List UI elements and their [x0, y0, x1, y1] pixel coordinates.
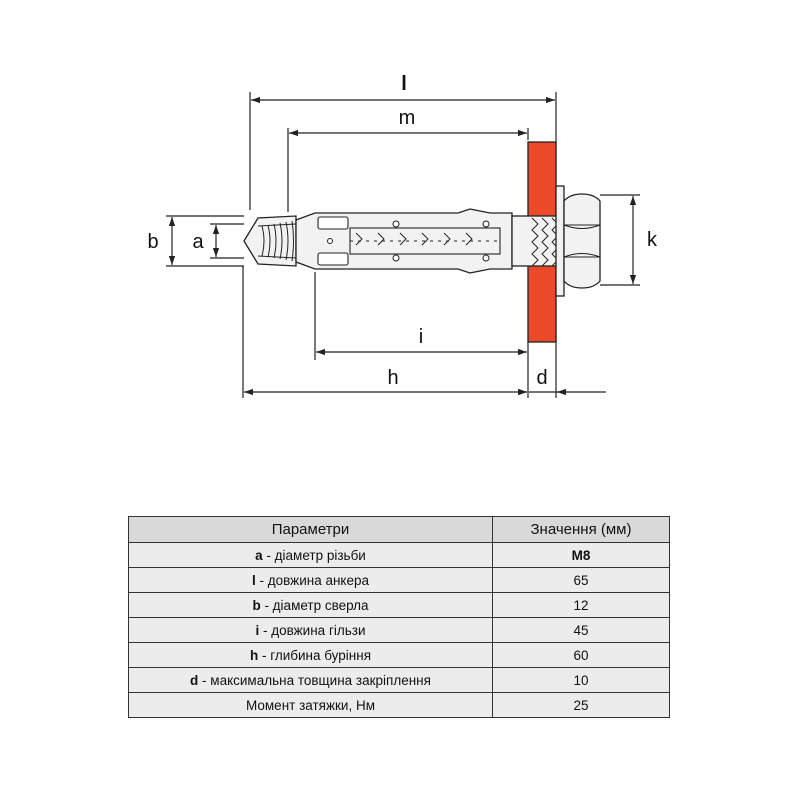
extension-lines	[166, 92, 640, 398]
label-b: b	[147, 231, 158, 253]
param-cell: i - довжина гільзи	[128, 617, 493, 643]
header-values: Значення (мм)	[492, 516, 670, 543]
param-symbol: b	[252, 597, 261, 613]
table-row: b - діаметр сверла 12	[128, 592, 670, 618]
param-cell: l - довжина анкера	[128, 567, 493, 593]
param-description: - довжина анкера	[255, 572, 369, 588]
header-parameters: Параметри	[128, 516, 493, 543]
param-description: - максимальна товщина закріплення	[198, 672, 431, 688]
param-cell: Момент затяжки, Нм	[128, 692, 493, 718]
value-cell: 10	[492, 667, 670, 693]
table-row: h - глибина буріння 60	[128, 642, 670, 668]
param-symbol: d	[190, 672, 199, 688]
label-h: h	[387, 367, 398, 389]
label-a: a	[192, 231, 204, 253]
value-cell: 60	[492, 642, 670, 668]
value-cell: 45	[492, 617, 670, 643]
param-cell: a - діаметр різьби	[128, 542, 493, 568]
value-cell: 65	[492, 567, 670, 593]
sleeve-zigzag	[350, 232, 500, 246]
param-description: Момент затяжки, Нм	[246, 697, 375, 713]
dimension-labels: l m b a k i h d	[147, 73, 658, 389]
param-description: - довжина гільзи	[259, 622, 366, 638]
value-cell: M8	[492, 542, 670, 568]
table-row: l - довжина анкера 65	[128, 567, 670, 593]
param-symbol: a	[255, 547, 263, 563]
value-cell: 12	[492, 592, 670, 618]
param-description: - діаметр сверла	[260, 597, 369, 613]
sleeve-slots	[317, 216, 501, 266]
washer	[555, 185, 565, 297]
dimension-lines	[168, 96, 637, 396]
anchor-bolt-drawing: l m b a k i h d	[147, 73, 658, 398]
cone-thread	[257, 220, 297, 262]
param-description: - глибина буріння	[258, 647, 372, 663]
param-symbol: l	[252, 572, 256, 588]
param-cell: b - діаметр сверла	[128, 592, 493, 618]
label-d: d	[536, 367, 547, 389]
table-header-row: Параметри Значення (мм)	[128, 516, 670, 543]
label-i: i	[419, 326, 423, 348]
param-symbol: h	[249, 647, 259, 663]
label-k: k	[647, 229, 658, 251]
param-symbol: i	[255, 622, 260, 638]
value-cell: 25	[492, 692, 670, 718]
label-m: m	[399, 107, 416, 129]
table-row: d - максимальна товщина закріплення 10	[128, 667, 670, 693]
anchor-bolt	[243, 185, 601, 297]
table-row: a - діаметр різьби M8	[128, 542, 670, 568]
param-description: - діаметр різьби	[262, 547, 366, 563]
param-cell: d - максимальна товщина закріплення	[128, 667, 493, 693]
param-cell: h - глибина буріння	[128, 642, 493, 668]
table-row: i - довжина гільзи 45	[128, 617, 670, 643]
sleeve-rivets	[327, 220, 490, 262]
hex-nut	[563, 193, 601, 289]
specifications-table: Параметри Значення (мм) a - діаметр різь…	[128, 516, 670, 718]
label-l: l	[401, 73, 407, 95]
table-row: Момент затяжки, Нм 25	[128, 692, 670, 718]
